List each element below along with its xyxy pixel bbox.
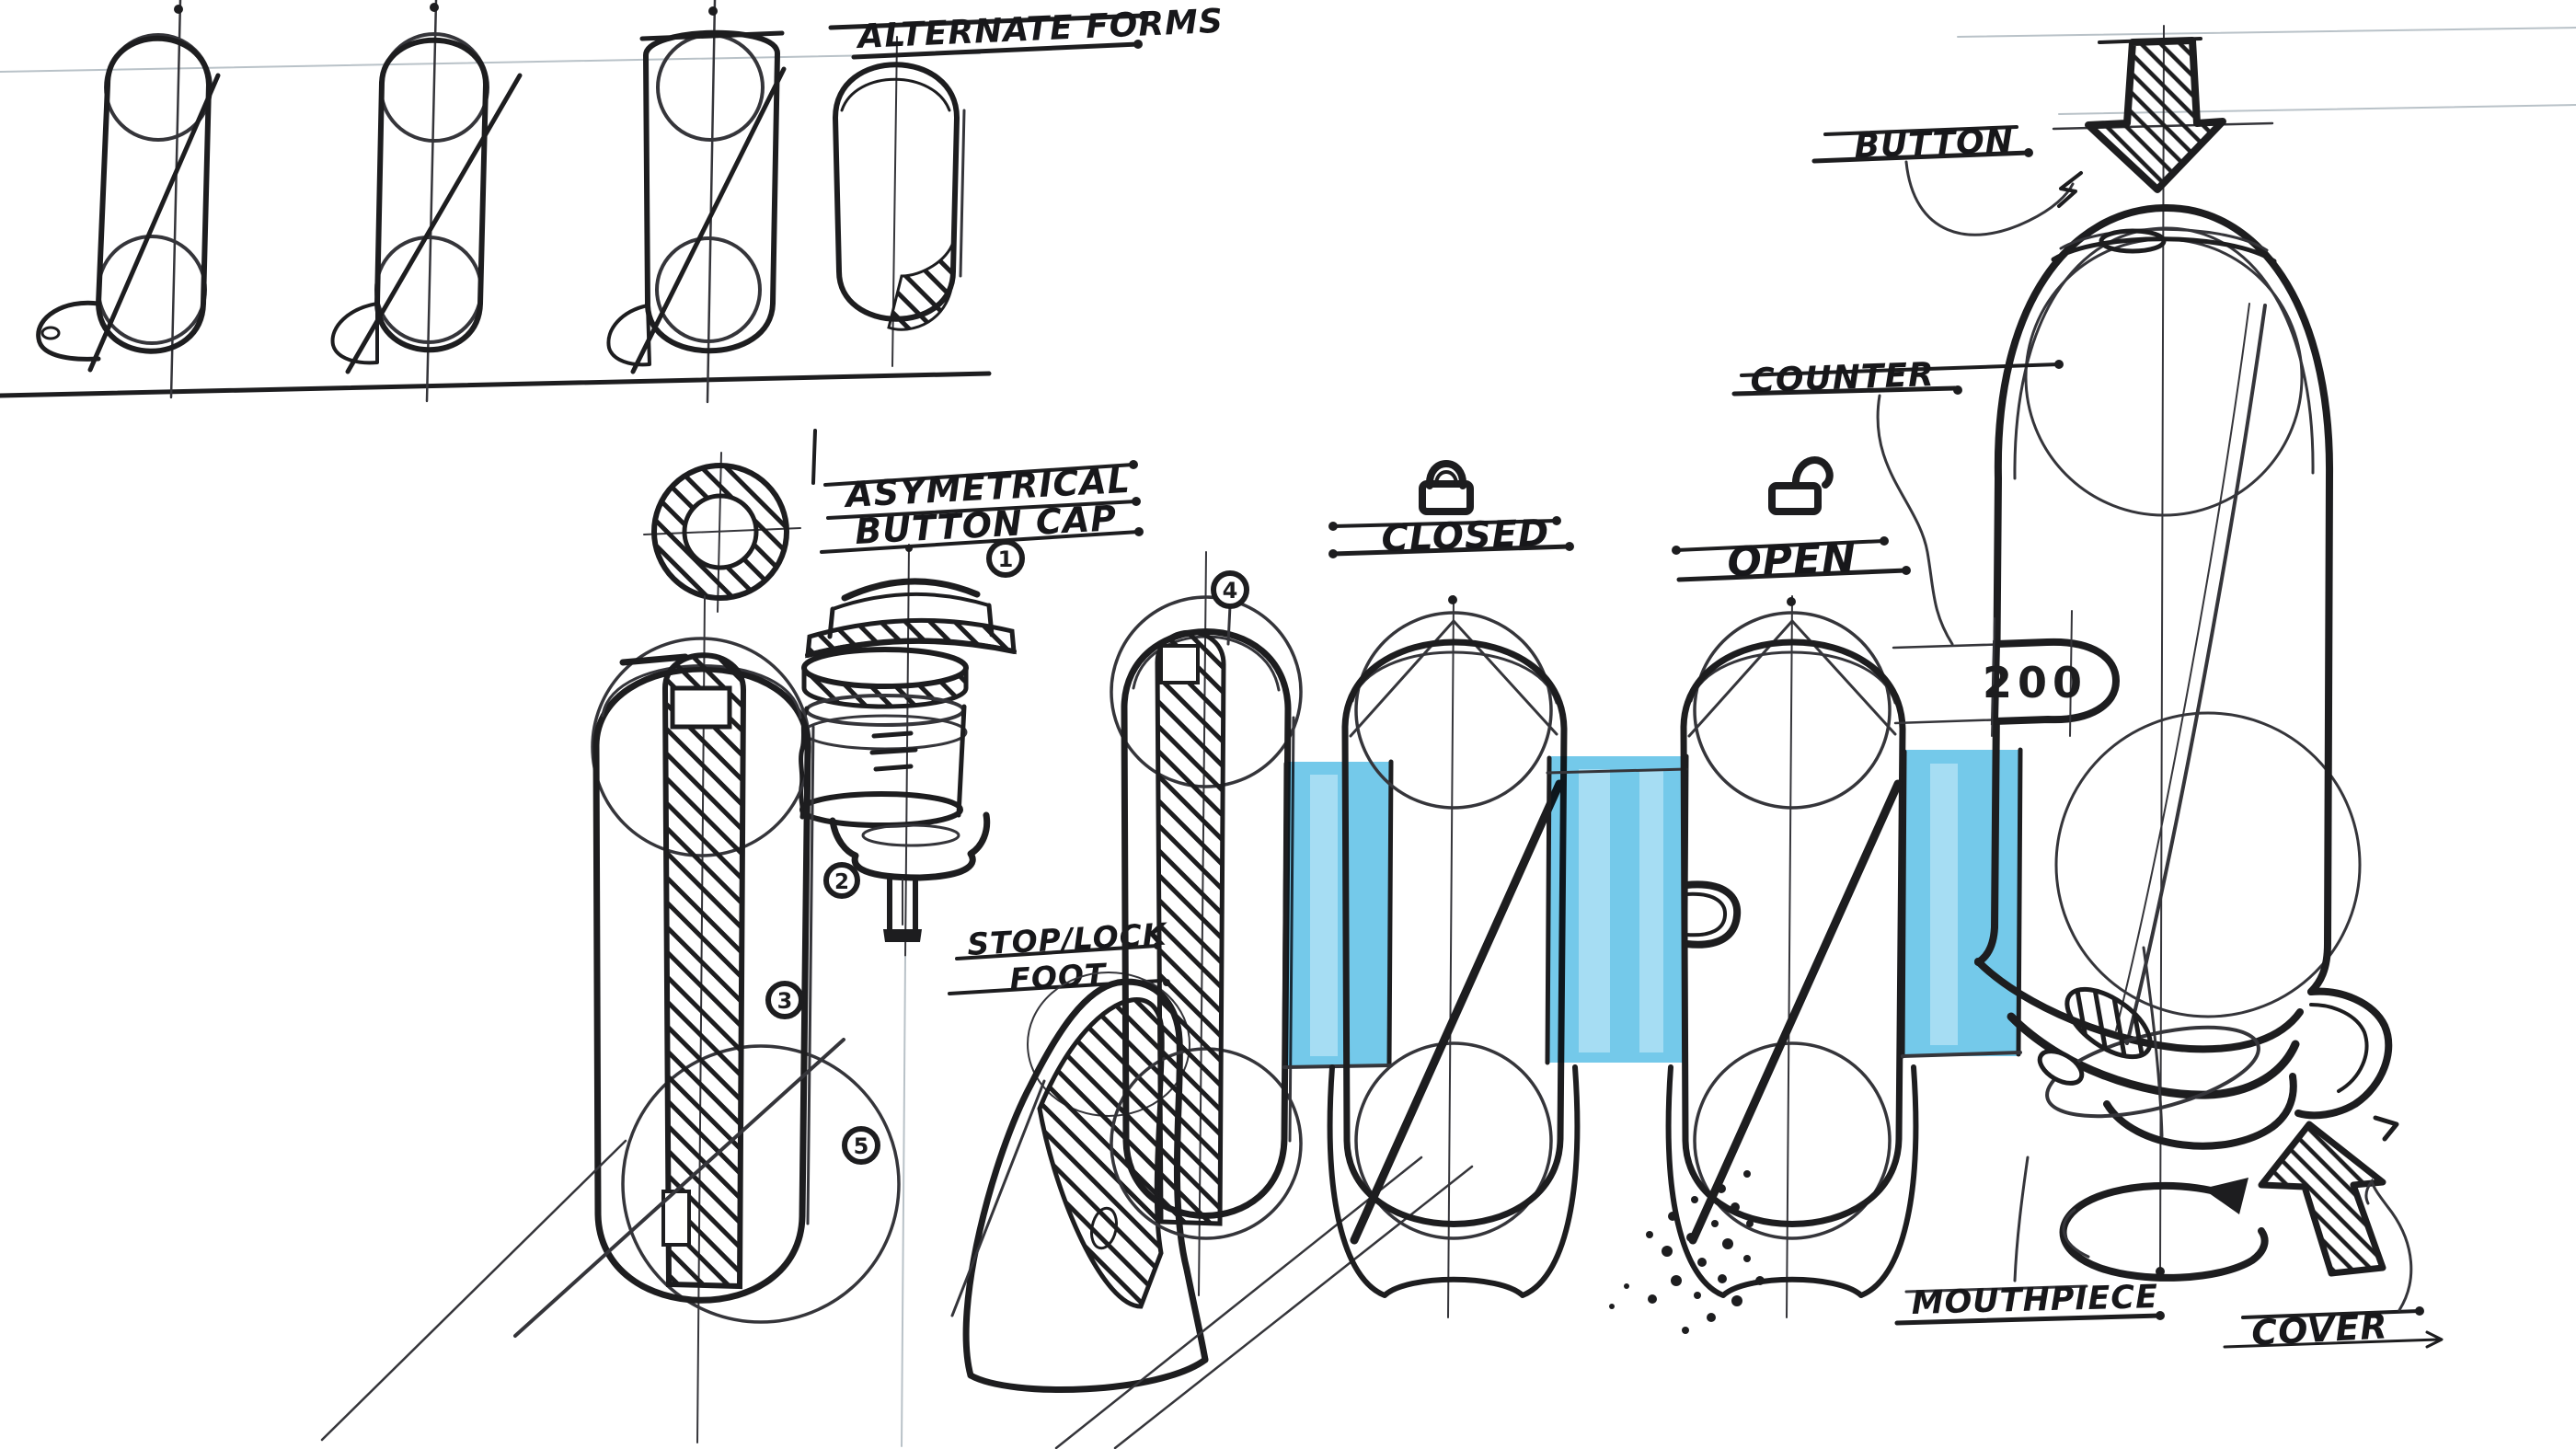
alt-form-3 <box>606 0 787 404</box>
button-title: BUTTON <box>1854 122 2015 166</box>
alt-form-1 <box>36 0 221 399</box>
closed-state-sketch: CLOSED <box>1327 460 1581 1318</box>
closed-title: CLOSED <box>1381 512 1550 560</box>
alternate-forms-title: ALTERNATE FORMS <box>855 3 1225 56</box>
highlight-band-1 <box>1284 762 1391 1067</box>
ground-line <box>0 371 992 398</box>
stage-pill-sketch: 4 <box>1110 551 1303 1296</box>
cross-section-sketch: 3 5 STOP/LOCK FOOT <box>320 595 1209 1443</box>
marker-1-number: 1 <box>998 546 1014 572</box>
mouthpiece-title: MOUTHPIECE <box>1911 1279 2158 1322</box>
asymmetrical-button-cap-label: ASYMETRICAL BUTTON CAP <box>820 460 1144 554</box>
stop-lock-title-line2: FOOT <box>1008 956 1109 997</box>
spray-particles <box>1609 1170 1765 1334</box>
highlight-band-2 <box>1547 756 1686 1063</box>
twist-rotate-arrow-icon <box>2059 1178 2269 1282</box>
highlight-band-3-edges <box>1900 747 2023 1059</box>
highlight-band-3 <box>1903 750 2020 1056</box>
button-cap-sketch <box>805 544 1017 958</box>
step-marker-2: 2 <box>823 862 860 899</box>
open-title: OPEN <box>1727 535 1857 586</box>
step-marker-4: 4 <box>1211 570 1249 609</box>
marker-2-number: 2 <box>834 870 849 894</box>
cover-leader-line <box>2364 1178 2413 1312</box>
sequence-section: 4 <box>1054 456 2023 1449</box>
counter-value: 200 <box>1983 658 2087 707</box>
pull-up-arrow-icon <box>2258 1121 2386 1277</box>
top-button-detail <box>2099 228 2167 254</box>
clip-handle <box>1683 880 1742 949</box>
final-design-section: BUTTON COUNTER 200 <box>1731 25 2444 1353</box>
cover-title: COVER <box>2250 1305 2389 1353</box>
marker-5-number: 5 <box>854 1133 869 1159</box>
marker-4-number: 4 <box>1223 578 1238 604</box>
alternate-forms-label: ALTERNATE FORMS <box>828 3 1225 60</box>
counter-label: COUNTER <box>1731 356 2064 646</box>
button-leader-line <box>1904 160 2075 236</box>
inhaler-body-sketch <box>1974 203 2362 1045</box>
open-label: OPEN <box>1672 535 1911 586</box>
button-label: BUTTON <box>1811 122 2083 236</box>
step-marker-3: 3 <box>765 981 804 1019</box>
mouthpiece-label: MOUTHPIECE <box>1894 1156 2165 1326</box>
counter-window: 200 <box>1892 610 2121 737</box>
press-down-arrow-icon <box>2052 37 2274 193</box>
counter-title: COUNTER <box>1750 356 1936 400</box>
marker-3-number: 3 <box>777 988 793 1014</box>
open-state-sketch: OPEN <box>1609 456 1919 1334</box>
nozzle-detail <box>2064 986 2153 1060</box>
cap-ring-cross-section <box>643 429 817 613</box>
open-padlock-icon <box>1768 456 1834 515</box>
cover-flare <box>2294 987 2393 1120</box>
step-marker-1: 1 <box>986 539 1025 578</box>
mouthpiece-cover-sketch <box>1974 946 2399 1150</box>
canister-sketch <box>799 647 991 1447</box>
step-marker-5: 5 <box>842 1126 880 1165</box>
alt-form-2 <box>330 0 523 403</box>
alt-form-4 <box>833 36 966 367</box>
mouthpiece-leader-line <box>2013 1156 2030 1282</box>
closed-label: CLOSED <box>1328 512 1574 560</box>
highlight-band-1-edges <box>1282 759 1394 1070</box>
stop-lock-title-line1: STOP/LOCK <box>966 916 1168 962</box>
closed-padlock-icon <box>1419 460 1474 515</box>
counter-leader-line <box>1876 394 1954 646</box>
cover-label: COVER <box>2223 1178 2444 1353</box>
